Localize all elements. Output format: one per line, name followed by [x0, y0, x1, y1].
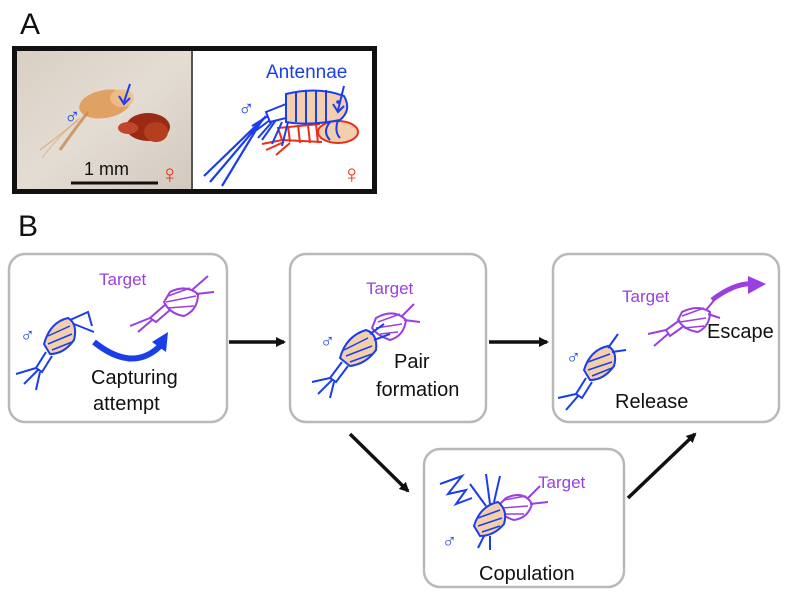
release-male-copepod [557, 333, 627, 411]
male-copepod-drawing [203, 89, 349, 187]
release-male-symbol: ♂ [566, 347, 581, 369]
pair-caption-line1: Pair [394, 351, 430, 373]
scale-bar-label: 1 mm [84, 159, 129, 179]
copulation-copepods [439, 473, 549, 550]
panel-b-letter: B [18, 210, 39, 243]
pair-target-label: Target [366, 279, 414, 298]
copulation-target-label: Target [538, 473, 586, 492]
antennae-label: Antennae [266, 62, 347, 83]
capture-male-copepod [15, 310, 95, 391]
antennae-arrow-head [332, 103, 345, 114]
capture-target-label: Target [99, 270, 147, 289]
box-capturing-attempt: Target ♂ Capturing attempt [7, 252, 229, 424]
copulation-male-symbol: ♂ [442, 531, 457, 553]
photo-male-symbol: ♂ [64, 104, 81, 129]
female-copepod-photo [118, 113, 170, 142]
escape-arrow-head [748, 276, 766, 294]
capture-curve-arrow [92, 339, 165, 362]
male-copepod-photo [39, 89, 134, 159]
drawing-female-symbol: ♀ [342, 159, 362, 189]
capture-curve-arrow-head [152, 332, 168, 352]
capture-target-copepod [129, 275, 215, 333]
pair-copepods [311, 303, 421, 399]
arrow-pair-to-copulation [348, 432, 410, 493]
photo-arrow [123, 83, 131, 103]
box-copulation: Target ♂ Copulation [422, 447, 626, 589]
drawing-male-symbol: ♂ [238, 96, 255, 121]
panel-a-letter: A [20, 8, 41, 41]
panel-a: ♂ 1 mm ♀ [12, 46, 377, 194]
pair-male-symbol: ♂ [320, 331, 335, 353]
panel-a-drawing: Antennae ♂ ♀ [193, 51, 372, 189]
panel-a-divider [191, 51, 193, 189]
photo-female-symbol: ♀ [160, 159, 180, 189]
capture-caption-line2: attempt [93, 393, 160, 415]
pair-caption-line2: formation [376, 379, 459, 401]
antennae-arrow [337, 85, 345, 111]
release-target-label: Target [622, 287, 670, 306]
panel-a-photo: ♂ 1 mm ♀ [17, 51, 193, 189]
photo-arrow-head [118, 95, 131, 106]
release-target-copepod [647, 297, 721, 347]
box-release-escape: Target Escape ♂ Release [551, 252, 781, 424]
arrow-copulation-to-release [626, 432, 697, 500]
box-pair-formation: Target ♂ Pair formation [288, 252, 488, 424]
release-escape-label: Escape [707, 321, 774, 343]
capture-male-symbol: ♂ [20, 325, 35, 347]
copulation-caption: Copulation [479, 563, 575, 585]
capture-caption-line1: Capturing [91, 367, 178, 389]
release-label: Release [615, 391, 688, 413]
